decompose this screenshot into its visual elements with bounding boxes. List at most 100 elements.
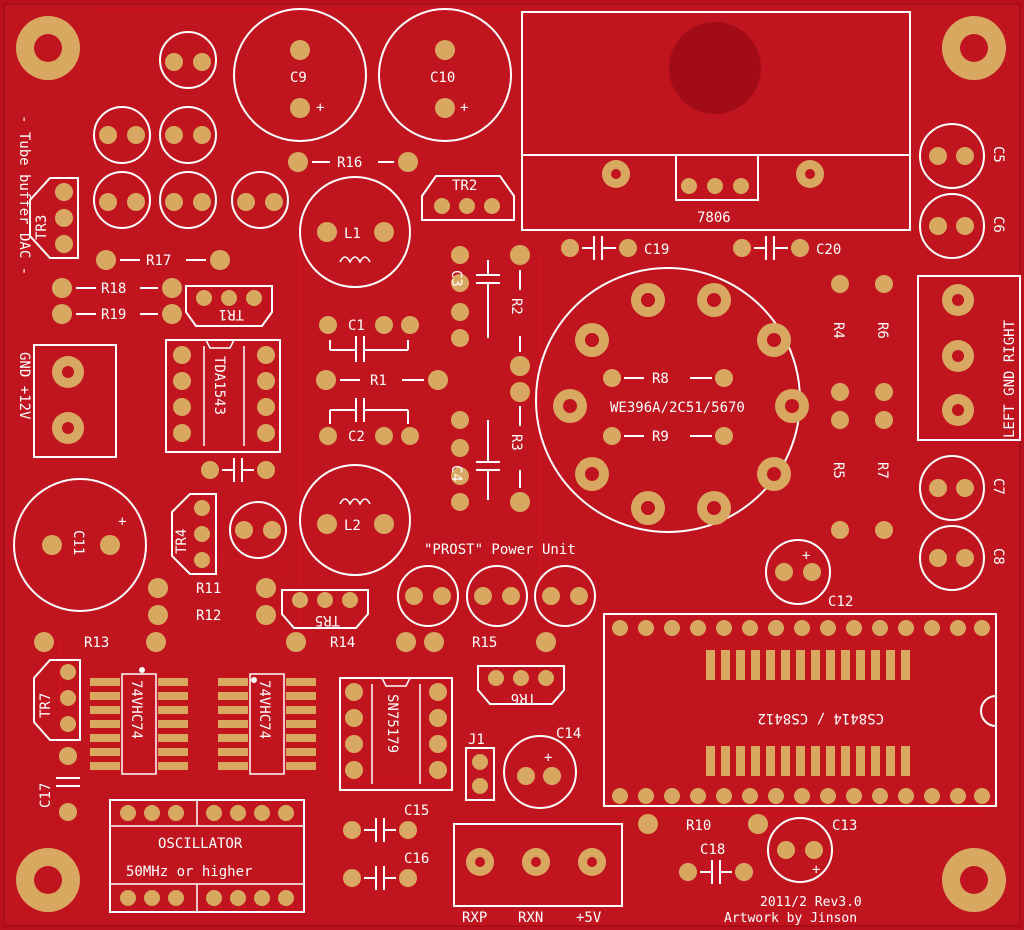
tr7-label: TR7: [38, 693, 54, 718]
c11-label: C11: [70, 530, 86, 555]
c19-label: C19: [644, 242, 669, 258]
j1-label: J1: [468, 732, 485, 748]
c11-plus: +: [118, 514, 126, 530]
regulator-7806: 7806: [521, 11, 911, 231]
l1-label: L1: [344, 226, 361, 242]
tube-socket: WE396A/2C51/5670: [535, 267, 809, 533]
r3-resistor: R3: [508, 382, 530, 512]
flipflop-2-label: 74VHC74: [256, 680, 272, 739]
tr7-transistor: TR7: [33, 659, 81, 741]
r19-resistor: R19: [52, 304, 182, 324]
c12-plus: +: [802, 548, 810, 564]
c8-capacitor: C8: [919, 525, 1006, 591]
leds-top-left: [93, 31, 289, 229]
r12-label: R12: [196, 608, 221, 624]
c18-capacitor: C18: [679, 842, 753, 884]
r8-resistor: R8: [603, 369, 733, 387]
c19-capacitor: C19: [561, 236, 669, 260]
oscillator-note: 50MHz or higher: [126, 864, 252, 880]
c13-capacitor: C13 +: [767, 817, 857, 883]
c6-label: C6: [990, 216, 1006, 233]
tr5-transistor: TR5: [281, 589, 369, 629]
r5-resistor: R5: [830, 411, 849, 539]
power-terminal: [33, 344, 117, 458]
r14-label: R14: [330, 635, 355, 651]
artwork-credit: Artwork by Jinson: [724, 911, 857, 926]
flipflop-chip-1: 74VHC74: [90, 667, 188, 775]
flipflop-1-label: 74VHC74: [128, 680, 144, 739]
tda1543-label: TDA1543: [211, 356, 227, 415]
input-rxn-label: RXN: [518, 910, 543, 926]
c18-label: C18: [700, 842, 725, 858]
r5-label: R5: [830, 462, 846, 479]
r2-label: R2: [508, 298, 524, 315]
l1-inductor: L1: [299, 176, 411, 288]
receiver-bottom-pins: [612, 788, 990, 804]
r18-resistor: R18: [52, 278, 182, 298]
tr4-label: TR4: [174, 529, 190, 554]
r11-resistor: R11: [148, 578, 276, 598]
sn75179-label: SN75179: [384, 694, 400, 753]
c3-label: C3: [448, 270, 464, 287]
c2-label: C2: [348, 429, 365, 445]
c16-capacitor: C16: [343, 851, 429, 890]
r8-label: R8: [652, 371, 669, 387]
r2-resistor: R2: [508, 245, 530, 376]
r16-label: R16: [337, 155, 362, 171]
regulator-label: 7806: [697, 210, 731, 226]
c9-capacitor: C9 +: [233, 8, 367, 142]
l2-inductor: L2: [299, 464, 411, 576]
revision-text: 2011/2 Rev3.0: [760, 895, 862, 910]
r13-resistor: R13: [34, 632, 166, 652]
c6-capacitor: C6: [919, 193, 1006, 259]
r14-resistor: R14: [286, 632, 416, 652]
flipflop-chip-2: 74VHC74: [218, 673, 316, 775]
r19-label: R19: [101, 307, 126, 323]
c7-capacitor: C7: [919, 455, 1006, 521]
tr3-transistor: TR3: [29, 177, 79, 259]
side-title: - Tube buffer DAC -: [16, 115, 32, 275]
mounting-holes: [16, 16, 1006, 912]
r7-label: R7: [874, 462, 890, 479]
c17-label: C17: [38, 783, 54, 808]
c9-plus: +: [316, 100, 324, 116]
r18-label: R18: [101, 281, 126, 297]
c10-plus: +: [460, 100, 468, 116]
r10-label: R10: [686, 818, 711, 834]
input-rxp-label: RXP: [462, 910, 487, 926]
l2-label: L2: [344, 518, 361, 534]
r4-resistor: R4: [830, 275, 849, 401]
oscillator-module: OSCILLATOR 50MHz or higher: [109, 799, 305, 913]
c4-label: C4: [448, 465, 464, 482]
copper-pour: [3, 3, 1021, 927]
c13-plus: +: [812, 862, 820, 878]
power-unit-leds: [397, 565, 596, 627]
sn75179-chip: SN75179: [339, 677, 453, 791]
c1-capacitor: C1: [319, 316, 419, 362]
input-5v-label: +5V: [576, 910, 602, 926]
c1-label: C1: [348, 318, 365, 334]
c7-label: C7: [990, 478, 1006, 495]
c20-label: C20: [816, 242, 841, 258]
c5-capacitor: C5: [919, 123, 1006, 189]
tr4-transistor: TR4: [171, 493, 217, 575]
led-tr4: [229, 501, 287, 559]
r17-resistor: R17: [96, 250, 230, 270]
r1-resistor: R1: [316, 370, 448, 390]
tr6-transistor: TR6: [477, 665, 565, 706]
r6-resistor: R6: [874, 275, 893, 401]
r13-label: R13: [84, 635, 109, 651]
c2-capacitor: C2: [319, 398, 419, 445]
c10-capacitor: C10 +: [378, 8, 512, 142]
r3-label: R3: [508, 434, 524, 451]
c9-label: C9: [290, 70, 307, 86]
c15-label: C15: [404, 803, 429, 819]
input-terminal: RXP RXN +5V: [453, 823, 623, 926]
r1-label: R1: [370, 373, 387, 389]
c12-capacitor: C12 +: [765, 539, 853, 610]
output-label: LEFT GND RIGHT: [1002, 319, 1018, 438]
c5-label: C5: [990, 146, 1006, 163]
j1-jumper: J1: [465, 732, 495, 801]
c16-label: C16: [404, 851, 429, 867]
